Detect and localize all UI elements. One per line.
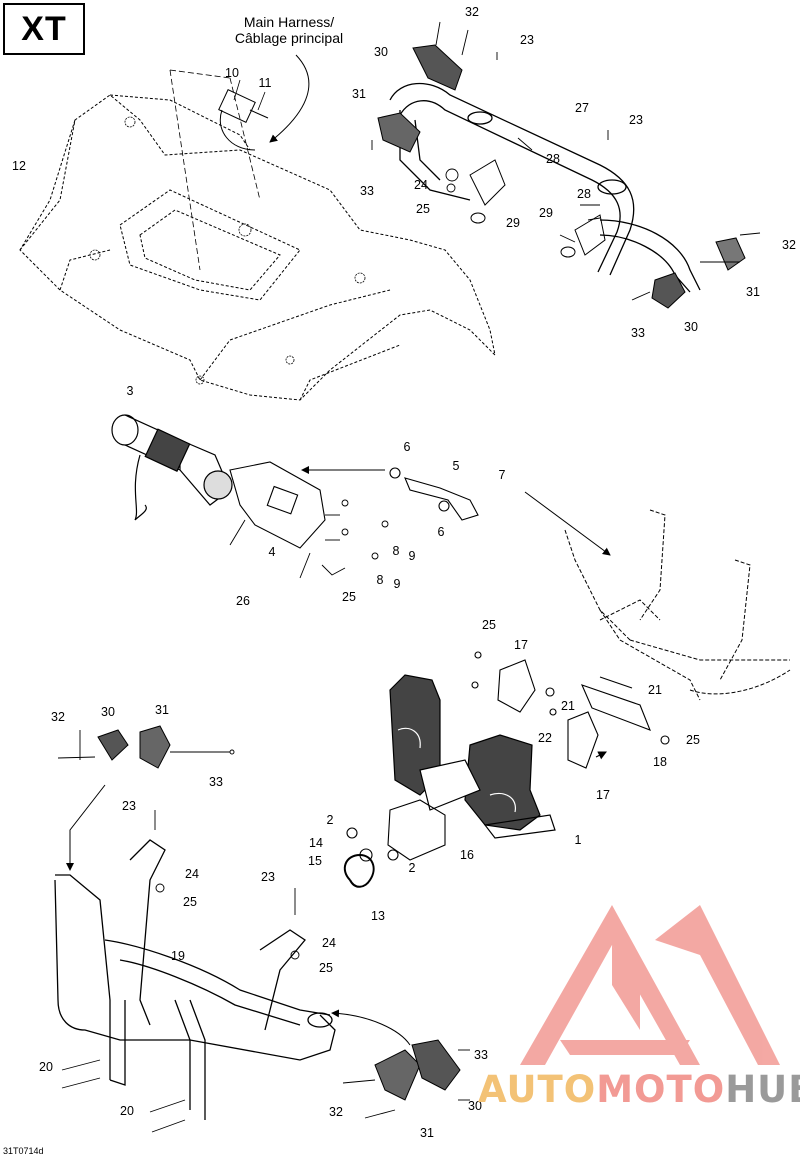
winch xyxy=(111,414,233,521)
callout-7: 7 xyxy=(498,468,506,482)
callout-25-d: 25 xyxy=(686,733,700,747)
lower-bumper-fasteners xyxy=(57,730,470,1133)
front-skid-plate xyxy=(389,674,556,839)
fender-holes xyxy=(89,116,366,385)
callout-4: 4 xyxy=(268,545,276,559)
callout-33-d: 33 xyxy=(474,1048,488,1062)
callout-10: 10 xyxy=(225,66,239,80)
callout-21-b: 21 xyxy=(561,699,575,713)
callout-24-a: 24 xyxy=(414,178,428,192)
winch-fairlead-bracket xyxy=(389,467,479,521)
callout-9-b: 9 xyxy=(393,577,401,591)
upper-bumper-brackets xyxy=(469,159,606,258)
harness-leaders xyxy=(169,54,310,271)
callout-17-b: 17 xyxy=(596,788,610,802)
callout-24-c: 24 xyxy=(322,936,336,950)
callout-17-a: 17 xyxy=(514,638,528,652)
callout-31-a: 31 xyxy=(352,87,366,101)
model-badge: XT xyxy=(3,3,85,55)
callout-18: 18 xyxy=(653,755,667,769)
brand-part-moto: MOTO xyxy=(596,1068,726,1111)
callout-29-b: 29 xyxy=(539,206,553,220)
callout-32-a: 32 xyxy=(465,5,479,19)
main-harness-note: Main Harness/ Câblage principal xyxy=(214,14,364,46)
callout-28-a: 28 xyxy=(546,152,560,166)
watermark-brand: AUTOMOTOHUB xyxy=(478,1068,800,1111)
front-fender-body xyxy=(19,94,496,401)
callout-30-c: 30 xyxy=(101,705,115,719)
harness-note-line-2: Câblage principal xyxy=(234,30,344,46)
brand-part-auto: AUTO xyxy=(478,1068,597,1111)
callout-2-b: 2 xyxy=(408,861,416,875)
callout-20-b: 20 xyxy=(120,1104,134,1118)
callout-27: 27 xyxy=(575,101,589,115)
callout-25-e: 25 xyxy=(183,895,197,909)
callout-23-a: 23 xyxy=(520,33,534,47)
callout-25-c: 25 xyxy=(482,618,496,632)
callout-25-f: 25 xyxy=(319,961,333,975)
brand-part-hub: HUB xyxy=(725,1068,800,1111)
callout-25-a: 25 xyxy=(416,202,430,216)
callout-31-b: 31 xyxy=(746,285,760,299)
winch-mount-plate xyxy=(229,461,326,549)
callout-16: 16 xyxy=(460,848,474,862)
callout-3: 3 xyxy=(126,384,134,398)
callout-15: 15 xyxy=(308,854,322,868)
callout-32-b: 32 xyxy=(782,238,796,252)
callout-30-a: 30 xyxy=(374,45,388,59)
callout-2-a: 2 xyxy=(326,813,334,827)
callout-21-a: 21 xyxy=(648,683,662,697)
vehicle-frame xyxy=(564,509,791,701)
callout-8-b: 8 xyxy=(376,573,384,587)
callout-33-c: 33 xyxy=(209,775,223,789)
callout-25-b: 25 xyxy=(342,590,356,604)
callout-31-d: 31 xyxy=(420,1126,434,1140)
callout-13: 13 xyxy=(371,909,385,923)
harness-note-line-1: Main Harness/ xyxy=(243,14,335,30)
callout-9-a: 9 xyxy=(408,549,416,563)
lower-front-bumper xyxy=(54,839,336,1120)
upper-bumper-fasteners xyxy=(371,21,761,301)
harness-connector xyxy=(218,89,269,151)
callout-28-b: 28 xyxy=(577,187,591,201)
callout-6-a: 6 xyxy=(403,440,411,454)
winch-fasteners xyxy=(229,499,389,579)
callout-31-c: 31 xyxy=(155,703,169,717)
diagram-code: 31T0714d xyxy=(3,1146,44,1156)
callout-29-a: 29 xyxy=(506,216,520,230)
arrows-section4 xyxy=(66,784,411,1046)
callout-24-b: 24 xyxy=(185,867,199,881)
arrows-section2 xyxy=(301,466,611,556)
callout-23-c: 23 xyxy=(122,799,136,813)
callout-33-a: 33 xyxy=(360,184,374,198)
callout-32-d: 32 xyxy=(329,1105,343,1119)
skid-side-brackets xyxy=(471,651,670,769)
callout-30-d: 30 xyxy=(468,1099,482,1113)
callout-23-b: 23 xyxy=(629,113,643,127)
callout-30-b: 30 xyxy=(684,320,698,334)
callout-33-b: 33 xyxy=(631,326,645,340)
upper-bumper-tube xyxy=(389,82,701,293)
tow-hook-bracket xyxy=(343,799,446,888)
callout-1: 1 xyxy=(574,833,582,847)
callout-26: 26 xyxy=(236,594,250,608)
callout-6-b: 6 xyxy=(437,525,445,539)
callout-14: 14 xyxy=(309,836,323,850)
lower-bumper-guards xyxy=(97,725,461,1101)
callout-22: 22 xyxy=(538,731,552,745)
callout-12: 12 xyxy=(12,159,26,173)
callout-32-c: 32 xyxy=(51,710,65,724)
callout-23-d: 23 xyxy=(261,870,275,884)
watermark-logo xyxy=(520,905,780,1065)
callout-20-a: 20 xyxy=(39,1060,53,1074)
callout-8-a: 8 xyxy=(392,544,400,558)
callout-5: 5 xyxy=(452,459,460,473)
callout-19: 19 xyxy=(171,949,185,963)
callout-11: 11 xyxy=(258,76,272,90)
